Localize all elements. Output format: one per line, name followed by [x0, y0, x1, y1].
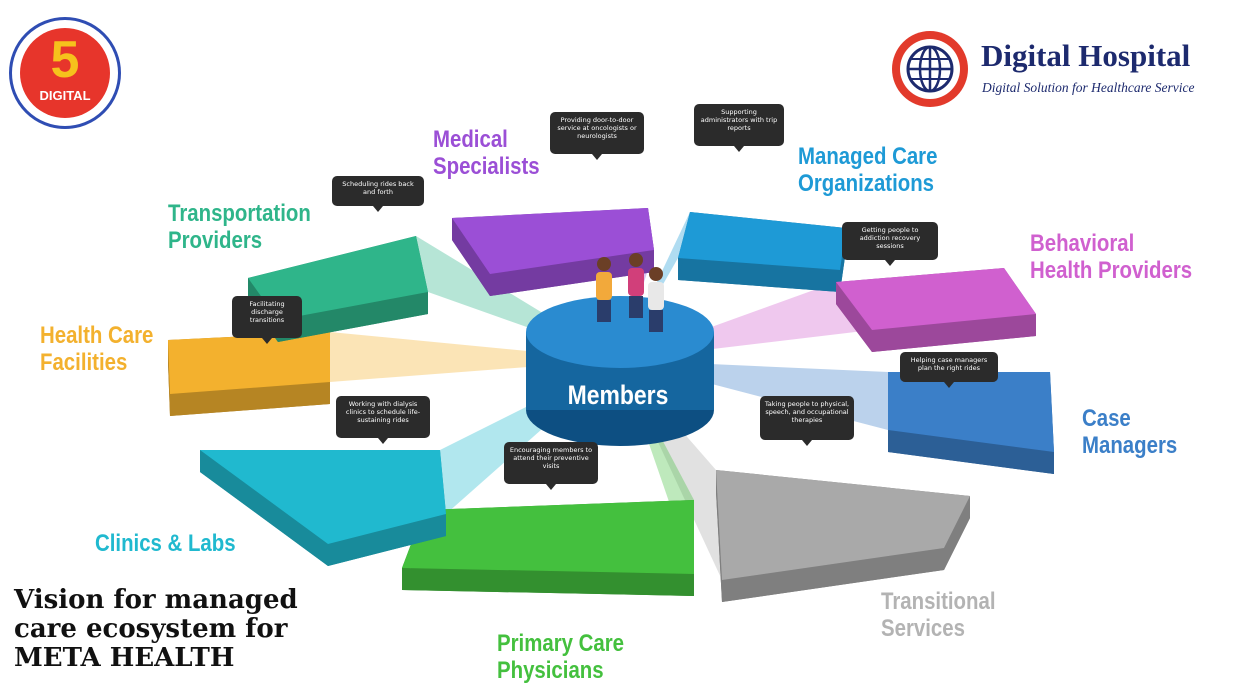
five-digital-logo: 5 DIGITAL [9, 17, 121, 129]
platform-transitional-services [716, 470, 970, 602]
segment-label-medical-specialists: Medical Specialists [433, 126, 540, 180]
spoke-health-care-facilities [330, 332, 620, 382]
member-figure-legs [629, 296, 643, 318]
speech-bubble-case-managers: Helping case managers plan the right rid… [900, 352, 998, 388]
globe-logo-icon [892, 31, 968, 107]
member-figure-body [596, 272, 612, 300]
member-figure-head [629, 253, 643, 267]
segment-label-case-managers: Case Managers [1082, 405, 1178, 459]
brand-title: Digital Hospital [981, 38, 1191, 73]
speech-bubble-health-care-facilities: Facilitating discharge transitions [232, 296, 302, 344]
speech-bubble-transportation-providers: Scheduling rides back and forth [332, 176, 424, 212]
five-digital-logo-word: DIGITAL [39, 88, 91, 103]
member-figure-body [628, 268, 644, 296]
five-digital-logo-disc: 5 DIGITAL [20, 28, 110, 118]
five-digital-logo-number: 5 [50, 31, 80, 89]
segment-label-health-care-facilities: Health Care Facilities [40, 322, 154, 376]
segment-label-primary-care: Primary Care Physicians [497, 630, 625, 684]
speech-bubble-medical-specialists: Providing door-to-door service at oncolo… [550, 112, 644, 160]
segment-label-transitional-services: Transitional Services [881, 588, 996, 642]
speech-bubble-primary-care: Encouraging members to attend their prev… [504, 442, 598, 490]
member-figure-head [597, 257, 611, 271]
segment-label-transportation-providers: Transportation Providers [168, 200, 311, 254]
vision-caption: Vision for managed care ecosystem for ME… [14, 585, 298, 673]
member-figure-head [649, 267, 663, 281]
member-figure-legs [649, 310, 663, 332]
speech-bubble-clinics-labs: Working with dialysis clinics to schedul… [336, 396, 430, 444]
segment-label-clinics-labs: Clinics & Labs [95, 530, 236, 557]
speech-bubble-behavioral-health: Getting people to addiction recovery ses… [842, 222, 938, 266]
platform-medical-specialists [452, 208, 654, 296]
segment-label-managed-care: Managed Care Organizations [798, 143, 938, 197]
platform-clinics-labs [200, 450, 446, 566]
member-figure-body [648, 282, 664, 310]
brand-subtitle: Digital Solution for Healthcare Service [982, 80, 1195, 95]
platform-managed-care [678, 212, 846, 292]
segment-label-behavioral-health: Behavioral Health Providers [1030, 230, 1193, 284]
platform-case-managers [888, 372, 1054, 474]
platform-primary-care [402, 500, 694, 596]
speech-bubble-transitional-services: Taking people to physical, speech, and o… [760, 396, 854, 446]
hub-top [526, 296, 714, 368]
speech-bubble-managed-care: Supporting administrators with trip repo… [694, 104, 784, 152]
platform-behavioral-health [836, 268, 1036, 352]
platform-health-care-facilities [168, 332, 330, 416]
members-label: Members [567, 380, 669, 410]
member-figure-legs [597, 300, 611, 322]
